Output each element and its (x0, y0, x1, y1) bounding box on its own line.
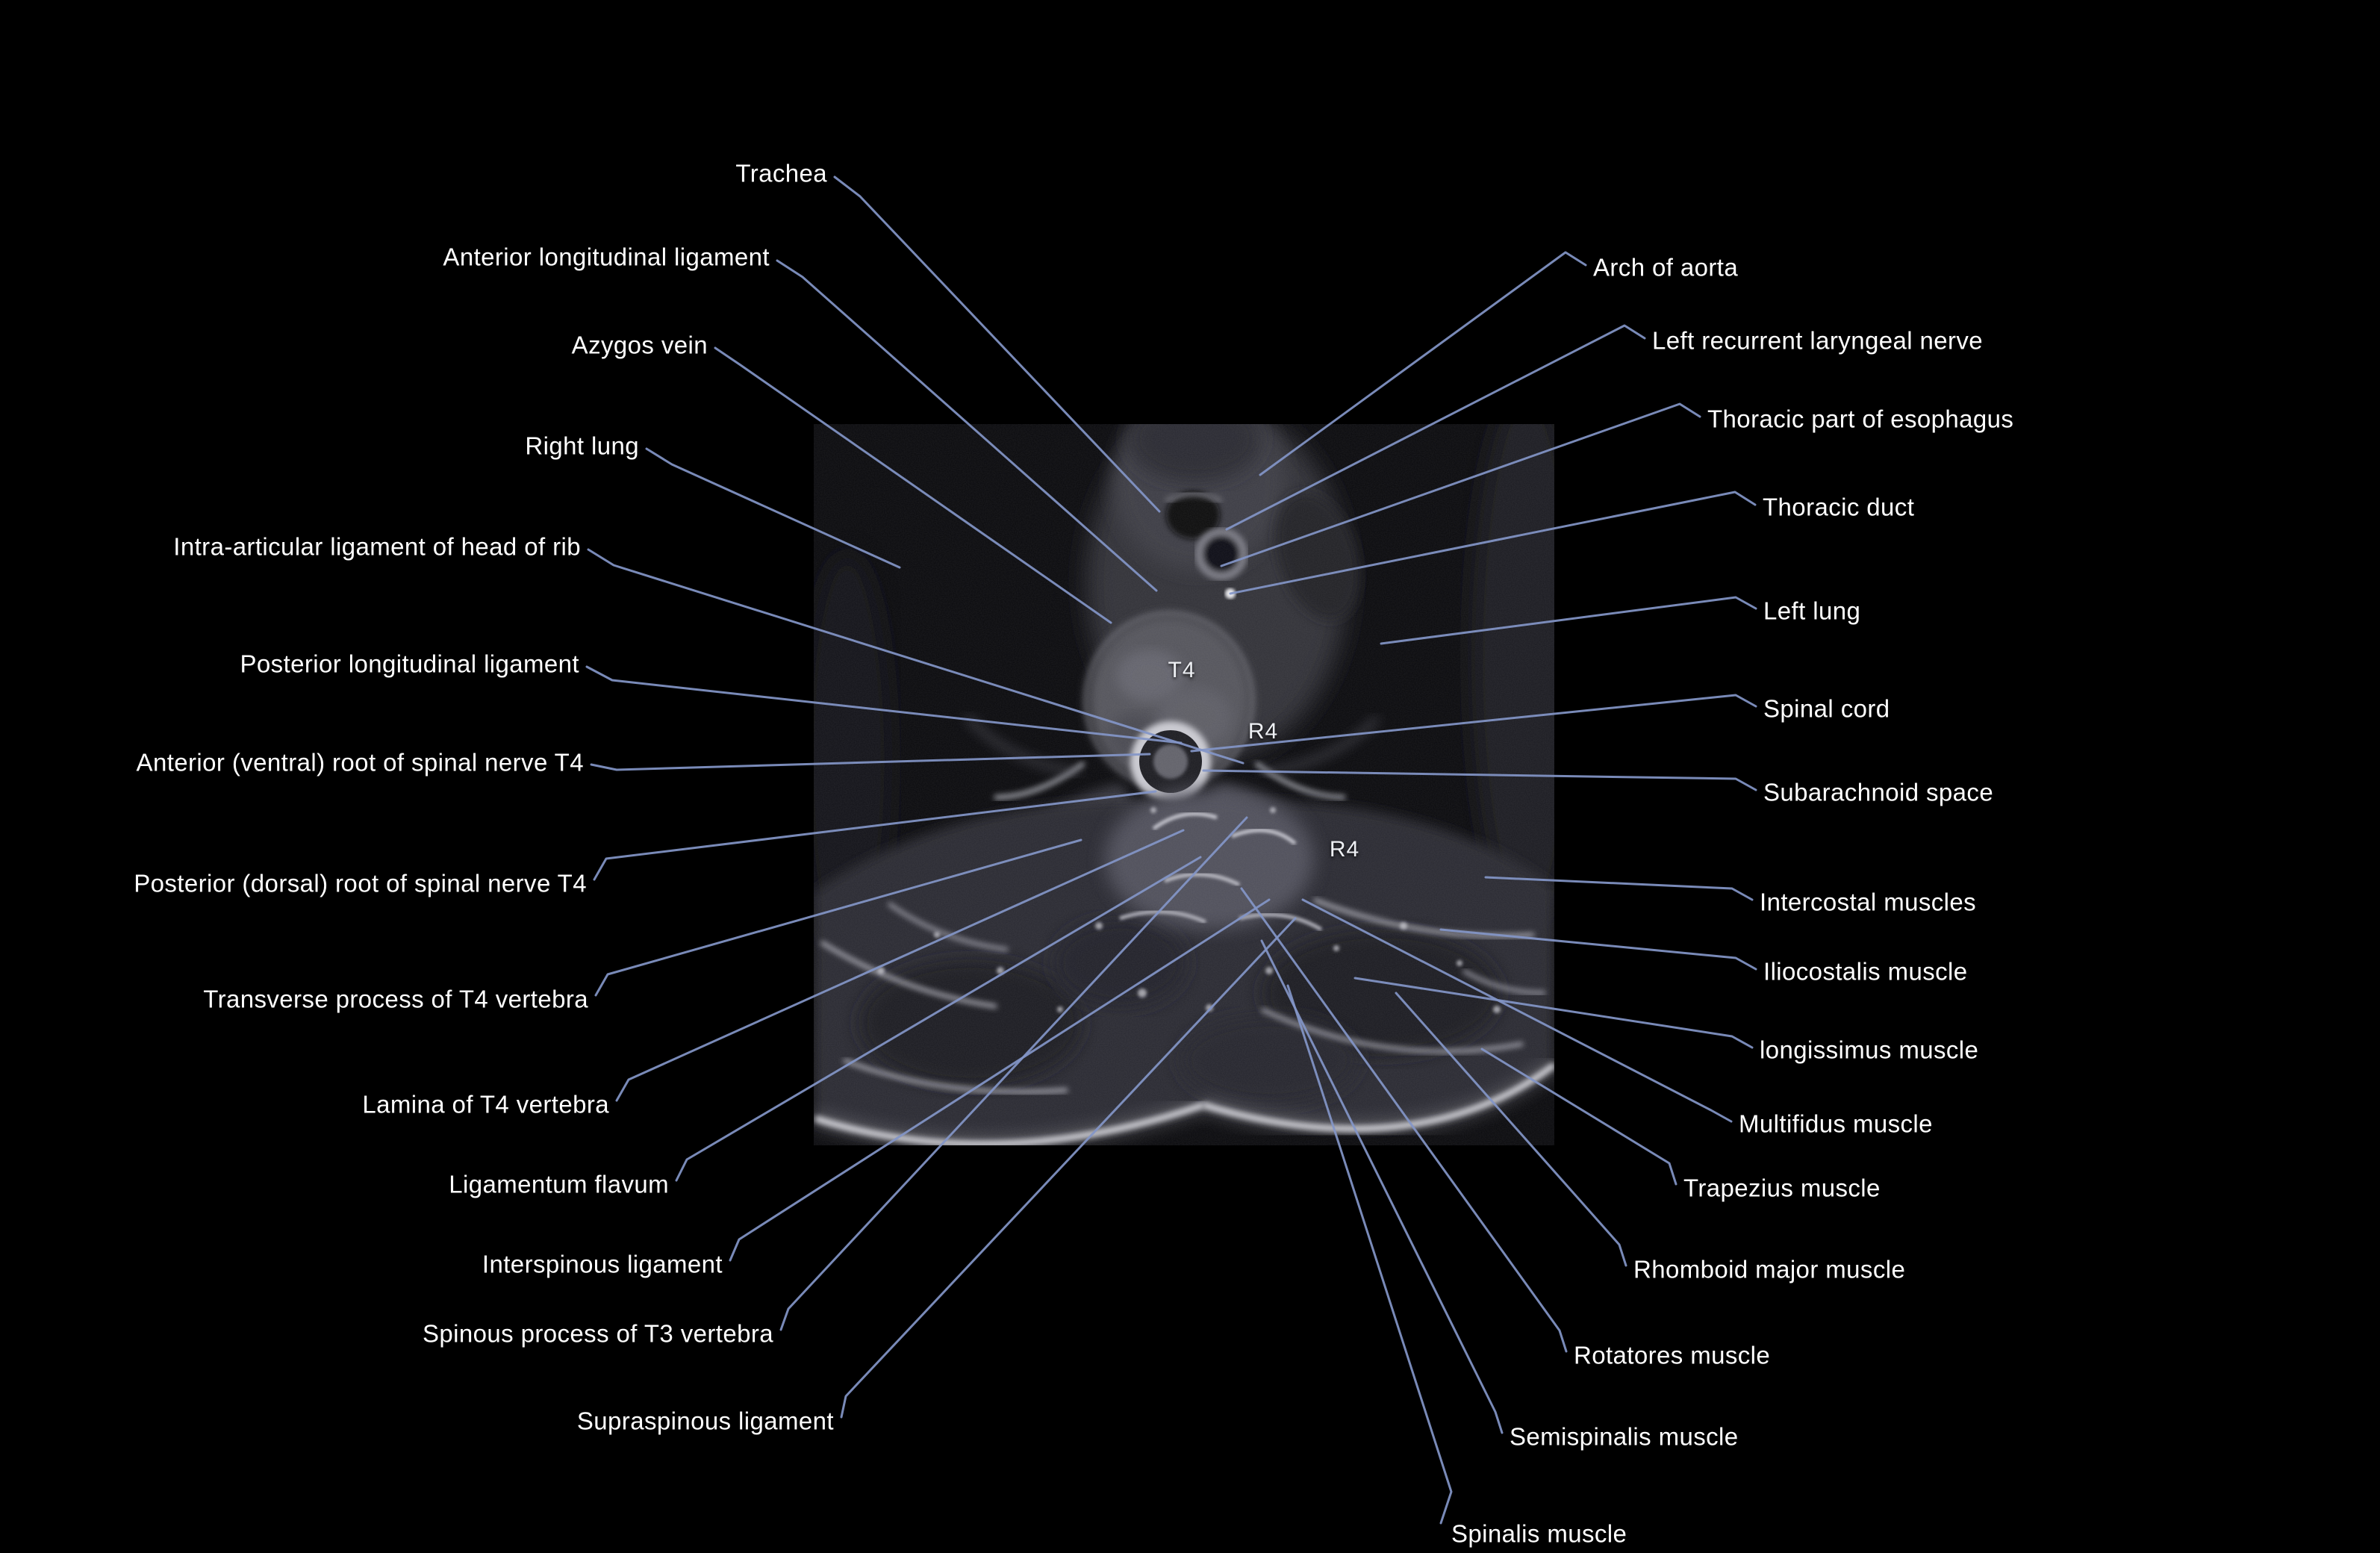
label-intra-articular-ligament-of-head-of-rib: Intra-articular ligament of head of rib (173, 532, 581, 561)
label-posterior-dorsal-root-of-spinal-nerve-t4: Posterior (dorsal) root of spinal nerve … (134, 869, 587, 897)
label-right-lung: Right lung (525, 432, 639, 460)
label-longissimus-muscle: longissimus muscle (1760, 1036, 1979, 1064)
mri-annotation-rib-r4-upper: R4 (1247, 719, 1279, 744)
label-supraspinous-ligament: Supraspinous ligament (576, 1407, 834, 1435)
label-subarachnoid-space: Subarachnoid space (1763, 778, 1994, 806)
mri-window (814, 424, 1554, 1145)
label-thoracic-duct: Thoracic duct (1763, 493, 1915, 521)
label-left-lung: Left lung (1763, 597, 1861, 625)
label-arch-of-aorta: Arch of aorta (1593, 253, 1739, 281)
label-rhomboid-major-muscle: Rhomboid major muscle (1633, 1255, 1906, 1283)
label-azygos-vein: Azygos vein (571, 331, 708, 359)
label-multifidus-muscle: Multifidus muscle (1739, 1109, 1933, 1138)
label-rotatores-muscle: Rotatores muscle (1574, 1341, 1771, 1369)
label-iliocostalis-muscle: Iliocostalis muscle (1763, 957, 1968, 986)
label-anterior-ventral-root-of-spinal-nerve-t4: Anterior (ventral) root of spinal nerve … (136, 748, 584, 776)
label-lamina-of-t4-vertebra: Lamina of T4 vertebra (362, 1090, 609, 1118)
label-ligamentum-flavum: Ligamentum flavum (449, 1170, 669, 1198)
label-spinous-process-of-t3-vertebra: Spinous process of T3 vertebra (423, 1319, 773, 1348)
label-semispinalis-muscle: Semispinalis muscle (1510, 1422, 1739, 1451)
label-trachea: Trachea (735, 159, 827, 187)
label-intercostal-muscles: Intercostal muscles (1760, 888, 1977, 916)
label-thoracic-part-of-esophagus: Thoracic part of esophagus (1707, 405, 2014, 433)
label-spinalis-muscle: Spinalis muscle (1451, 1519, 1627, 1548)
label-left-recurrent-laryngeal-nerve: Left recurrent laryngeal nerve (1652, 326, 1984, 355)
label-posterior-longitudinal-ligament: Posterior longitudinal ligament (240, 650, 579, 678)
mri-annotation-vertebra-t4: T4 (1168, 658, 1196, 682)
label-transverse-process-of-t4-vertebra: Transverse process of T4 vertebra (203, 985, 588, 1013)
mri-annotation-rib-r4-lower: R4 (1329, 837, 1360, 862)
label-anterior-longitudinal-ligament: Anterior longitudinal ligament (443, 243, 770, 271)
label-interspinous-ligament: Interspinous ligament (482, 1250, 723, 1278)
label-spinal-cord: Spinal cord (1763, 694, 1890, 723)
label-trapezius-muscle: Trapezius muscle (1683, 1174, 1881, 1202)
